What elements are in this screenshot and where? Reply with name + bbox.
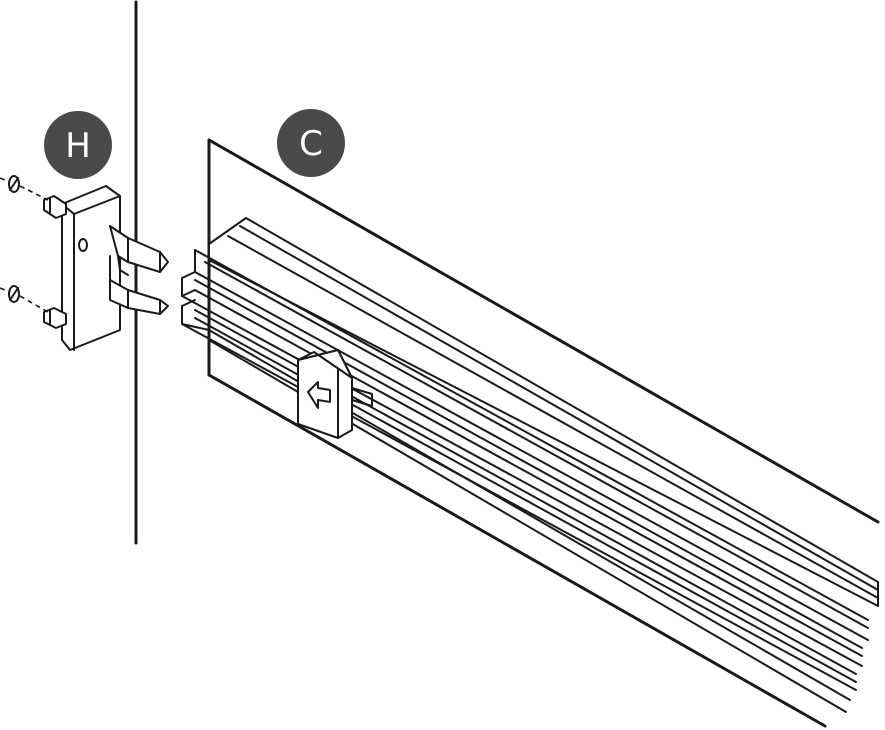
bracket-plate [61,185,121,351]
rail-clip [297,349,373,439]
callout-c-badge [277,109,345,177]
dowel-pin-upper [43,195,67,219]
callout-h-badge [44,111,112,179]
rail-part-c [181,138,880,728]
callout-c-label: C [299,124,323,164]
alignment-dash-lower [19,295,49,313]
screw-hole-icon [8,285,20,303]
arrow-left-icon [307,381,331,409]
alignment-dash-upper [19,185,49,201]
panel-outline [207,138,880,524]
dowel-pin-lower [43,307,67,329]
bracket-part-h [0,175,169,351]
callout-h: H [44,111,112,179]
plate-hole [78,238,88,252]
callout-h-label: H [65,126,91,166]
screw-hole-icon [8,175,20,193]
panel-bottom-edge [207,373,827,728]
callout-c: C [277,109,345,177]
bracket-prong-lower [109,279,169,315]
